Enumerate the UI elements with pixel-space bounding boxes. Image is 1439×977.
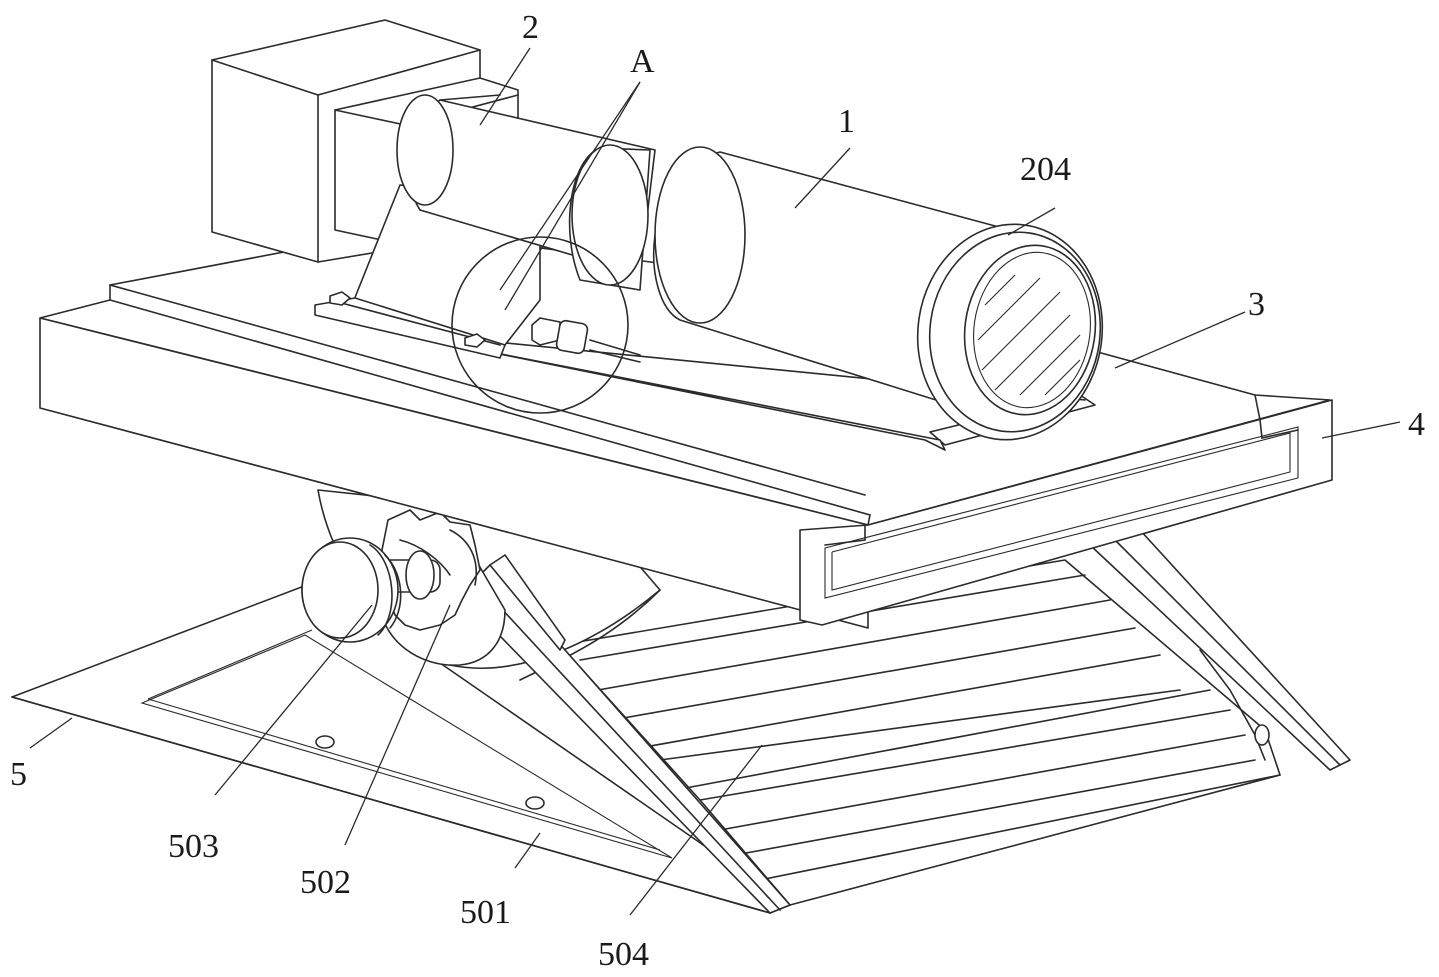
label-501: 501 — [460, 894, 511, 931]
leader-3 — [1114, 311, 1246, 369]
leader-504 — [629, 744, 763, 916]
stepped-ramp — [559, 559, 1281, 906]
leader-503 — [214, 604, 373, 796]
leader-2 — [479, 47, 531, 126]
detail-circle-a — [451, 236, 629, 414]
table-slot — [824, 426, 1299, 599]
leader-a-2 — [504, 81, 641, 311]
label-504: 504 — [598, 936, 649, 973]
label-204: 204 — [1020, 151, 1071, 188]
base-frame — [11, 579, 791, 914]
label-502: 502 — [300, 864, 351, 901]
adjust-knob-assembly — [301, 509, 506, 666]
leader-5 — [29, 717, 73, 749]
bracket-bolt-right — [464, 333, 486, 348]
label-2: 2 — [522, 9, 539, 46]
label-3: 3 — [1248, 286, 1265, 323]
table-front-face — [39, 317, 869, 629]
leader-a — [499, 81, 641, 291]
leader-4 — [1321, 421, 1401, 439]
leader-204 — [1007, 207, 1056, 236]
leader-1 — [794, 147, 851, 209]
label-503: 503 — [168, 828, 219, 865]
label-4: 4 — [1408, 406, 1425, 443]
base-bolt-right — [525, 796, 545, 810]
callout-labels: 2 A 1 204 3 4 5 503 502 501 504 — [10, 9, 1425, 973]
base-plate-inner-frame — [140, 634, 673, 859]
base-bolt-left — [315, 735, 335, 749]
cylinder-part-2 — [396, 94, 656, 291]
bracket-bolt-left — [329, 291, 351, 306]
label-a: A — [630, 43, 655, 80]
label-1: 1 — [838, 103, 855, 140]
leader-502 — [344, 604, 451, 846]
lens-glass-hatch — [977, 274, 1081, 396]
leader-lines — [29, 47, 1401, 916]
connector-rod — [531, 317, 641, 363]
label-5: 5 — [10, 756, 27, 793]
leader-501 — [514, 832, 541, 869]
